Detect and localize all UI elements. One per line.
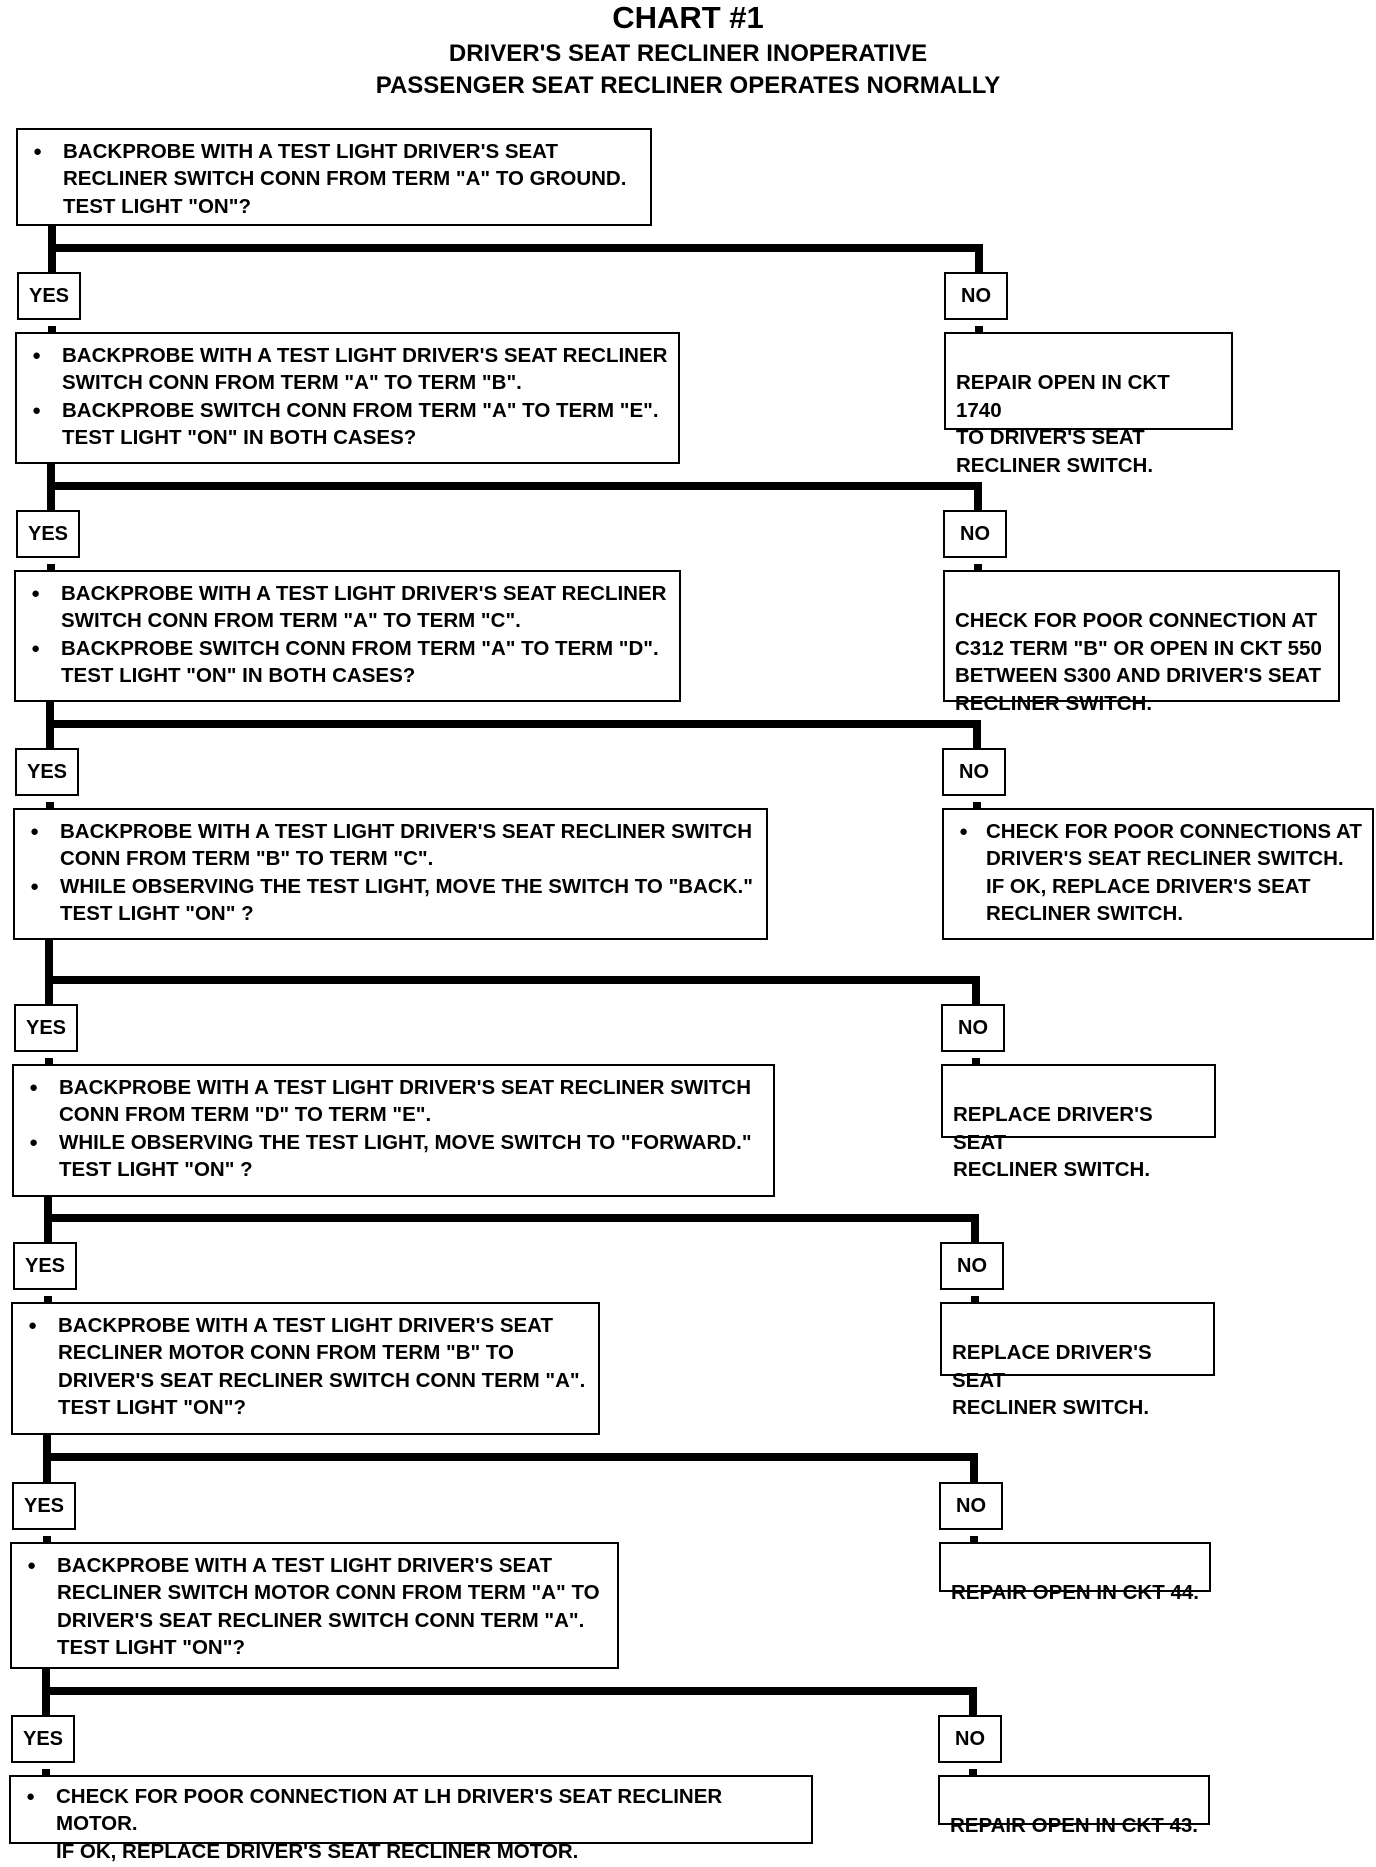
no-label: NO: [942, 748, 1006, 796]
no-label: NO: [940, 1242, 1004, 1290]
step-3-bullet-1: BACKPROBE WITH A TEST LIGHT DRIVER'S SEA…: [16, 580, 669, 635]
connector-line: [45, 939, 53, 1010]
outcome-box-6: REPAIR OPEN IN CKT 44.: [939, 1542, 1211, 1604]
step-2-bullet-2: BACKPROBE SWITCH CONN FROM TERM "A" TO T…: [17, 397, 668, 452]
chart-subtitle-2: PASSENGER SEAT RECLINER OPERATES NORMALL…: [375, 72, 1001, 99]
connector-line: [972, 976, 980, 1010]
outcome-3-text: CHECK FOR POOR CONNECTIONS AT DRIVER'S S…: [944, 818, 1362, 928]
yes-label: YES: [16, 510, 80, 558]
no-label: NO: [938, 1715, 1002, 1763]
yes-label: YES: [17, 272, 81, 320]
connector-line: [42, 1687, 977, 1695]
outcome-box-1: REPAIR OPEN IN CKT 1740 TO DRIVER'S SEAT…: [944, 332, 1233, 477]
outcome-6-text: REPAIR OPEN IN CKT 44.: [951, 1581, 1199, 1605]
step-7-bullet-1: BACKPROBE WITH A TEST LIGHT DRIVER'S SEA…: [12, 1552, 607, 1662]
step-1-bullet-1: BACKPROBE WITH A TEST LIGHT DRIVER'S SEA…: [18, 138, 640, 220]
connector-line: [46, 720, 981, 728]
connector-line: [970, 1453, 978, 1488]
yes-label: YES: [15, 748, 79, 796]
connector-line: [43, 1434, 51, 1488]
yes-label: YES: [14, 1004, 78, 1052]
step-box-4: BACKPROBE WITH A TEST LIGHT DRIVER'S SEA…: [13, 808, 768, 940]
step-8-bullet-1: CHECK FOR POOR CONNECTION AT LH DRIVER'S…: [11, 1783, 801, 1865]
connector-line: [971, 1214, 979, 1248]
outcome-4-text: REPLACE DRIVER'S SEAT RECLINER SWITCH.: [953, 1103, 1153, 1182]
connector-line: [48, 244, 983, 252]
connector-line: [969, 1687, 977, 1721]
outcome-box-3: CHECK FOR POOR CONNECTIONS AT DRIVER'S S…: [942, 808, 1374, 940]
step-box-2: BACKPROBE WITH A TEST LIGHT DRIVER'S SEA…: [15, 332, 680, 464]
no-label: NO: [939, 1482, 1003, 1530]
outcome-box-2: CHECK FOR POOR CONNECTION AT C312 TERM "…: [943, 570, 1340, 715]
step-5-bullet-1: BACKPROBE WITH A TEST LIGHT DRIVER'S SEA…: [14, 1074, 763, 1129]
step-box-7: BACKPROBE WITH A TEST LIGHT DRIVER'S SEA…: [10, 1542, 619, 1669]
chart-subtitle-1: DRIVER'S SEAT RECLINER INOPERATIVE: [448, 40, 928, 67]
connector-line: [44, 1214, 979, 1222]
no-label: NO: [941, 1004, 1005, 1052]
outcome-box-4: REPLACE DRIVER'S SEAT RECLINER SWITCH.: [941, 1064, 1216, 1181]
step-6-bullet-1: BACKPROBE WITH A TEST LIGHT DRIVER'S SEA…: [13, 1312, 588, 1422]
connector-line: [47, 482, 982, 490]
step-2-bullet-1: BACKPROBE WITH A TEST LIGHT DRIVER'S SEA…: [17, 342, 668, 397]
step-box-6: BACKPROBE WITH A TEST LIGHT DRIVER'S SEA…: [11, 1302, 600, 1435]
connector-line: [974, 482, 982, 516]
outcome-box-5: REPLACE DRIVER'S SEAT RECLINER SWITCH.: [940, 1302, 1215, 1419]
outcome-2-text: CHECK FOR POOR CONNECTION AT C312 TERM "…: [955, 609, 1322, 715]
yes-label: YES: [13, 1242, 77, 1290]
connector-line: [43, 1453, 978, 1461]
yes-label: YES: [12, 1482, 76, 1530]
chart-title: CHART #1: [612, 0, 764, 35]
step-4-bullet-2: WHILE OBSERVING THE TEST LIGHT, MOVE THE…: [15, 873, 756, 928]
step-box-1: BACKPROBE WITH A TEST LIGHT DRIVER'S SEA…: [16, 128, 652, 226]
connector-line: [45, 976, 980, 984]
step-box-5: BACKPROBE WITH A TEST LIGHT DRIVER'S SEA…: [12, 1064, 775, 1197]
connector-line: [973, 720, 981, 754]
connector-line: [975, 244, 983, 278]
step-3-bullet-2: BACKPROBE SWITCH CONN FROM TERM "A" TO T…: [16, 635, 669, 690]
outcome-5-text: REPLACE DRIVER'S SEAT RECLINER SWITCH.: [952, 1341, 1152, 1420]
no-label: NO: [943, 510, 1007, 558]
outcome-7-text: REPAIR OPEN IN CKT 43.: [950, 1814, 1198, 1838]
yes-label: YES: [11, 1715, 75, 1763]
outcome-box-7: REPAIR OPEN IN CKT 43.: [938, 1775, 1210, 1837]
step-5-bullet-2: WHILE OBSERVING THE TEST LIGHT, MOVE SWI…: [14, 1129, 763, 1184]
step-box-3: BACKPROBE WITH A TEST LIGHT DRIVER'S SEA…: [14, 570, 681, 702]
connector-line: [44, 1196, 52, 1248]
step-4-bullet-1: BACKPROBE WITH A TEST LIGHT DRIVER'S SEA…: [15, 818, 756, 873]
no-label: NO: [944, 272, 1008, 320]
step-box-8: CHECK FOR POOR CONNECTION AT LH DRIVER'S…: [9, 1775, 813, 1863]
outcome-1-text: REPAIR OPEN IN CKT 1740 TO DRIVER'S SEAT…: [956, 371, 1170, 477]
